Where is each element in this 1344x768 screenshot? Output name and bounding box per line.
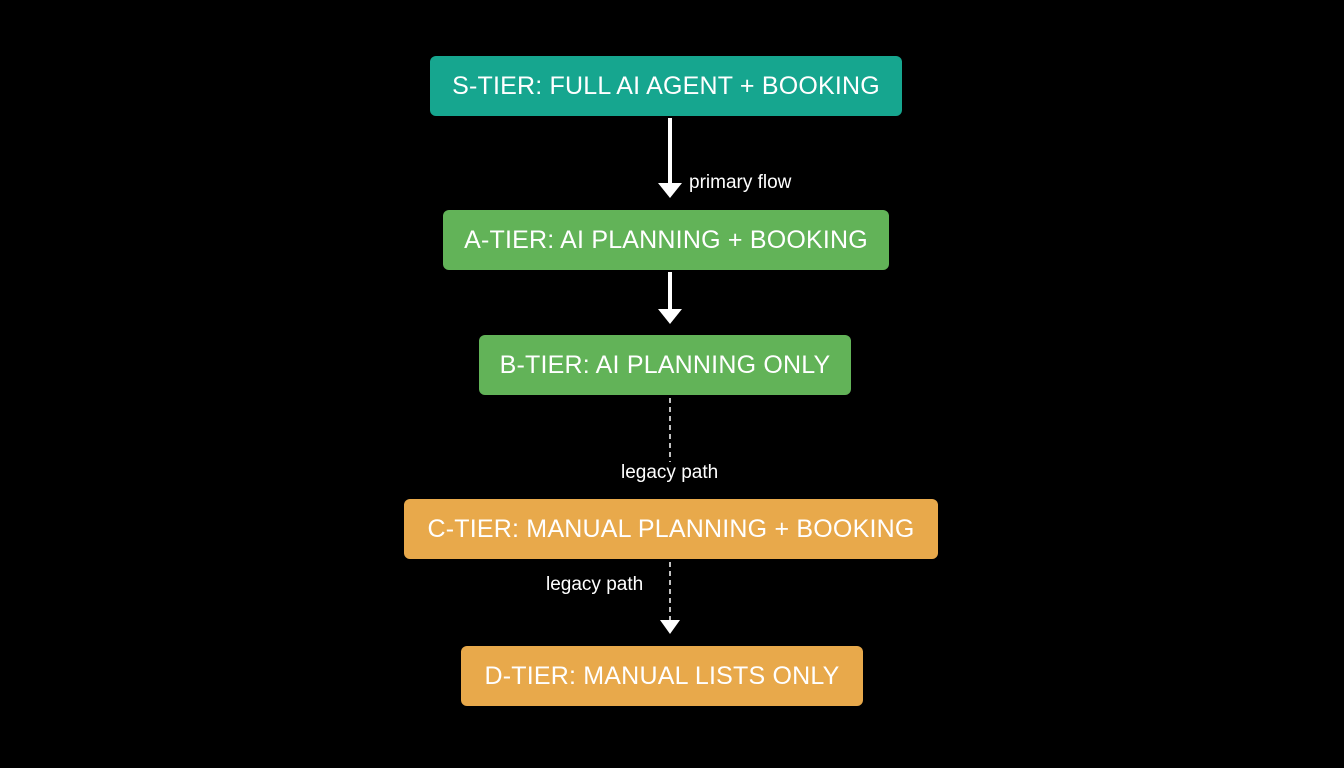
edge-s-to-a-label: primary flow xyxy=(689,172,792,193)
edge-b-to-c-label: legacy path xyxy=(621,462,719,483)
edge-c-to-d-label: legacy path xyxy=(546,574,644,595)
node-s-tier: S-TIER: FULL AI AGENT + BOOKING xyxy=(430,56,902,116)
node-a-tier: A-TIER: AI PLANNING + BOOKING xyxy=(443,210,889,270)
node-s-tier-label: S-TIER: FULL AI AGENT + BOOKING xyxy=(452,71,880,100)
node-c-tier-label: C-TIER: MANUAL PLANNING + BOOKING xyxy=(427,514,915,543)
node-c-tier: C-TIER: MANUAL PLANNING + BOOKING xyxy=(404,499,938,559)
node-d-tier-label: D-TIER: MANUAL LISTS ONLY xyxy=(484,661,840,690)
node-a-tier-label: A-TIER: AI PLANNING + BOOKING xyxy=(464,225,868,254)
node-b-tier-label: B-TIER: AI PLANNING ONLY xyxy=(499,350,831,379)
edge-c-to-d-arrowhead xyxy=(660,620,680,634)
node-b-tier: B-TIER: AI PLANNING ONLY xyxy=(479,335,851,395)
edge-a-to-b-arrowhead xyxy=(658,309,682,324)
node-d-tier: D-TIER: MANUAL LISTS ONLY xyxy=(461,646,863,706)
edge-s-to-a-arrowhead xyxy=(658,183,682,198)
